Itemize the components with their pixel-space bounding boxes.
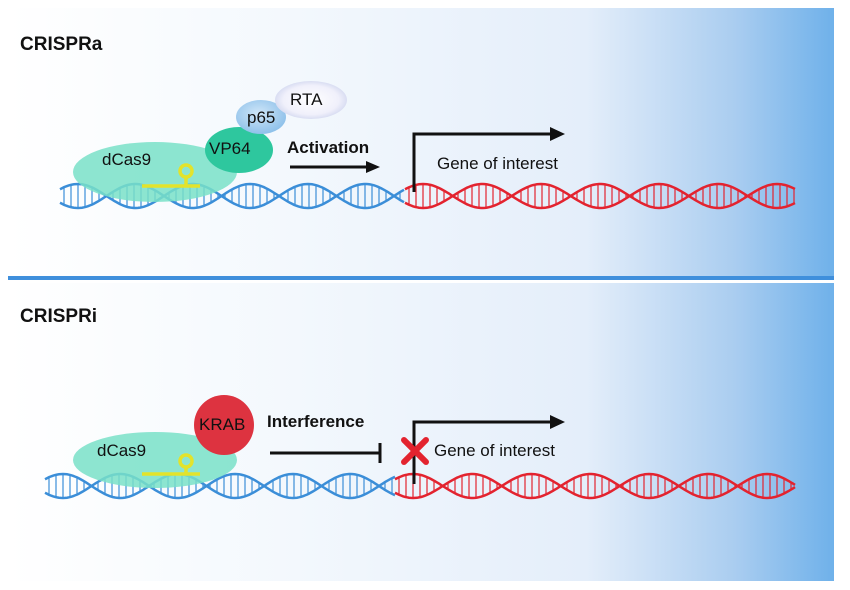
dna-strand bbox=[394, 472, 796, 500]
dna-strand bbox=[44, 472, 396, 500]
panel-divider bbox=[8, 276, 834, 280]
interference-arrow bbox=[270, 443, 382, 463]
p65-label: p65 bbox=[247, 108, 276, 127]
dcas9-label: dCas9 bbox=[97, 441, 147, 460]
dna-strand bbox=[404, 182, 796, 210]
krab-label: KRAB bbox=[199, 415, 246, 434]
gene-label: Gene of interest bbox=[437, 154, 558, 173]
crispri-title: CRISPRi bbox=[20, 306, 98, 327]
crispra-panel bbox=[8, 8, 834, 276]
dna-strand bbox=[404, 182, 796, 210]
promoter-arrow-top bbox=[412, 127, 565, 192]
activation-label: Activation bbox=[287, 138, 370, 157]
gene-label: Gene of interest bbox=[434, 441, 555, 460]
crispra-title: CRISPRa bbox=[20, 34, 103, 55]
guide-rna-icon bbox=[142, 453, 200, 476]
vp64-label: VP64 bbox=[209, 139, 251, 158]
vp64-shape bbox=[205, 127, 273, 173]
dna-red-bottom bbox=[394, 472, 796, 500]
block-x-icon bbox=[401, 437, 429, 465]
dna-strand bbox=[394, 472, 796, 500]
promoter-arrow-bottom bbox=[412, 415, 565, 484]
guide-rna-icon bbox=[142, 163, 200, 188]
rta-label: RTA bbox=[290, 90, 323, 109]
krab-shape bbox=[194, 395, 254, 455]
dna-red-top bbox=[404, 182, 796, 210]
crispri-panel bbox=[8, 283, 834, 581]
rta-shape bbox=[275, 81, 347, 119]
dna-strand bbox=[59, 182, 405, 210]
interference-label: Interference bbox=[267, 412, 365, 431]
dcas9-label: dCas9 bbox=[102, 150, 152, 169]
activation-arrow bbox=[290, 161, 380, 173]
p65-shape bbox=[236, 100, 286, 134]
